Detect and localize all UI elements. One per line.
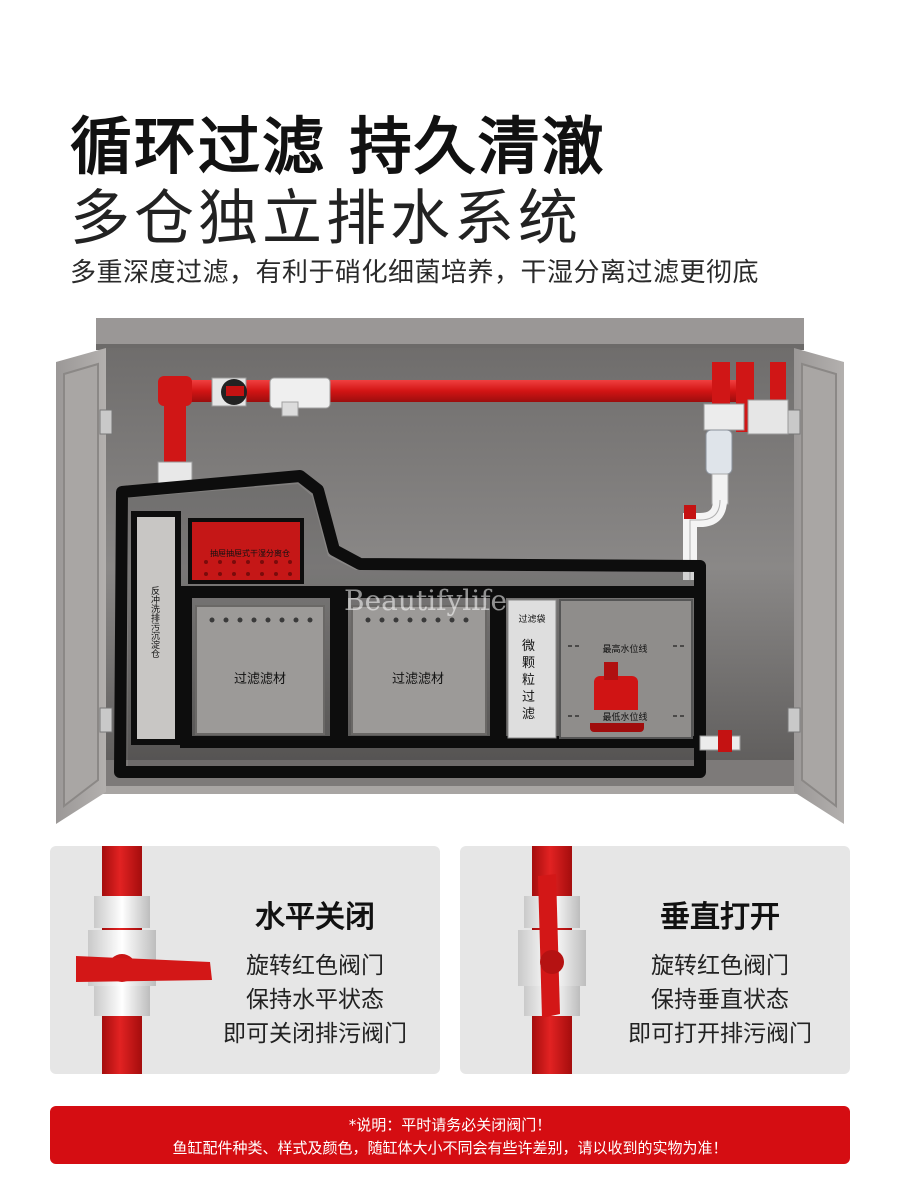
- open-step-2: 保持垂直状态: [651, 987, 789, 1013]
- micro-particle-label: 微颗粒过滤: [522, 639, 536, 722]
- open-step-3: 即可打开排污阀门: [628, 1021, 812, 1047]
- closed-title: 水平关闭: [255, 900, 375, 935]
- notice-banner: *说明：平时请务必关闭阀门！ 鱼缸配件种类、样式及颜色，随缸体大小不同会有些许差…: [50, 1106, 850, 1164]
- closed-step-3: 即可关闭排污阀门: [223, 1021, 407, 1047]
- filter-media-label-2: 过滤滤材: [391, 672, 444, 687]
- valve-closed-panel: 水平关闭 旋转红色阀门 保持水平状态 即可关闭排污阀门: [50, 846, 440, 1074]
- notice-line-1: *说明：平时请务必关闭阀门！: [348, 1116, 552, 1134]
- valve-handle-vertical-icon: [538, 874, 560, 1018]
- drawer-chamber: [188, 518, 304, 584]
- closed-step-2: 保持水平状态: [246, 987, 384, 1013]
- headline-title: 循环过滤 持久清澈: [70, 110, 606, 183]
- watermark: Beautifylife: [344, 584, 508, 617]
- filter-bag-label: 过滤袋: [518, 615, 546, 625]
- cabinet-top: [96, 318, 804, 346]
- sediment-chamber-label: 反冲洗排污沉淀仓: [149, 586, 159, 658]
- cabinet-illustration: 抽屉抽屉式干湿分离仓 反冲洗排污沉淀仓 过滤滤材 过滤滤材 过滤袋 微颗粒过滤 …: [0, 310, 900, 840]
- closed-step-1: 旋转红色阀门: [246, 953, 384, 979]
- open-title: 垂直打开: [660, 900, 780, 935]
- headline-subtitle: 多仓独立排水系统: [70, 184, 582, 254]
- return-pipe: [170, 380, 750, 402]
- filter-media-label-1: 过滤滤材: [233, 672, 286, 687]
- valve-handle-horizontal-icon: [76, 956, 212, 982]
- filter-tank: [114, 470, 706, 778]
- valve-open-panel: 垂直打开 旋转红色阀门 保持垂直状态 即可打开排污阀门: [460, 846, 850, 1074]
- min-water-level-label: 最低水位线: [580, 710, 670, 723]
- notice-line-2: 鱼缸配件种类、样式及颜色，随缸体大小不同会有些许差别，请以收到的实物为准！: [172, 1139, 728, 1157]
- max-water-level-label: 最高水位线: [580, 642, 670, 655]
- drawer-label: 抽屉抽屉式干湿分离仓: [210, 549, 290, 558]
- description-text: 多重深度过滤，有利于硝化细菌培养，干湿分离过滤更彻底: [70, 258, 760, 288]
- open-step-1: 旋转红色阀门: [651, 953, 789, 979]
